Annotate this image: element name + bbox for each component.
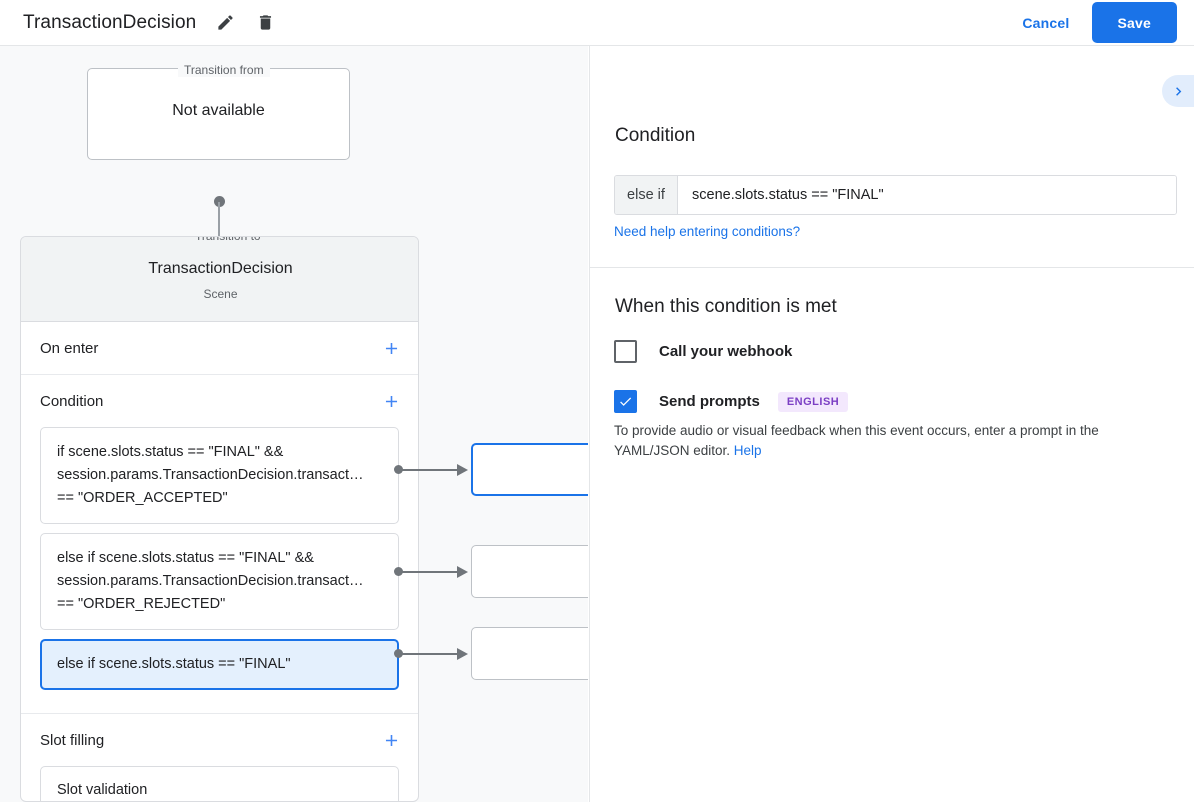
transition-from-box xyxy=(87,68,350,160)
section-header-slot-filling: Slot filling xyxy=(21,714,418,766)
send-prompts-description-text: To provide audio or visual feedback when… xyxy=(614,423,1099,458)
pencil-icon[interactable] xyxy=(213,11,237,35)
section-title-slot-filling: Slot filling xyxy=(40,731,105,749)
condition-details-panel: Condition else if Need help entering con… xyxy=(589,46,1194,802)
send-prompts-description: To provide audio or visual feedback when… xyxy=(614,421,1174,461)
send-prompts-checkbox[interactable] xyxy=(614,390,637,413)
scene-card-header: Transition to TransactionDecision Scene xyxy=(21,237,418,322)
scene-name: TransactionDecision xyxy=(148,260,293,277)
transition-target-box-3[interactable] xyxy=(471,627,588,680)
slot-filling-list: Slot validation xyxy=(21,766,418,801)
transition-to-legend: Transition to xyxy=(189,237,267,243)
chevron-right-icon[interactable] xyxy=(1162,75,1194,107)
trash-icon[interactable] xyxy=(253,11,277,35)
scene-graph-canvas: Transition from Not available Transition… xyxy=(0,46,588,802)
add-on-enter-icon[interactable] xyxy=(380,337,402,359)
transition-from-value: Not available xyxy=(172,102,265,119)
cancel-button[interactable]: Cancel xyxy=(1010,7,1081,39)
send-prompts-row[interactable]: Send prompts ENGLISH xyxy=(614,390,849,413)
section-on-enter: On enter xyxy=(21,322,418,375)
section-slot-filling: Slot filling Slot validation xyxy=(21,714,418,801)
scene-type: Scene xyxy=(203,287,238,301)
condition-help-link[interactable]: Need help entering conditions? xyxy=(614,224,801,239)
panel-condition-heading: Condition xyxy=(615,125,696,146)
section-condition: Condition if scene.slots.status == "FINA… xyxy=(21,375,418,714)
condition-input-row: else if xyxy=(614,175,1177,215)
prompts-help-link[interactable]: Help xyxy=(733,443,762,458)
call-webhook-row[interactable]: Call your webhook xyxy=(614,340,792,363)
condition-chip-1[interactable]: if scene.slots.status == "FINAL" && sess… xyxy=(40,427,399,524)
transition-target-box-2[interactable] xyxy=(471,545,588,598)
edge-line-condition-1 xyxy=(400,469,459,471)
section-header-on-enter: On enter xyxy=(21,322,418,374)
transition-from-legend: Transition from xyxy=(178,63,270,77)
edge-line-condition-2 xyxy=(400,571,459,573)
condition-chip-3[interactable]: else if scene.slots.status == "FINAL" xyxy=(40,639,399,690)
edge-dot-condition-1 xyxy=(394,465,403,474)
transition-target-box-1[interactable] xyxy=(471,443,588,496)
condition-chip-2[interactable]: else if scene.slots.status == "FINAL" &&… xyxy=(40,533,399,630)
section-title-on-enter: On enter xyxy=(40,339,99,357)
scene-card: Transition to TransactionDecision Scene … xyxy=(20,236,419,802)
call-webhook-label: Call your webhook xyxy=(659,343,793,360)
edge-dot-condition-2 xyxy=(394,567,403,576)
condition-expression-input[interactable] xyxy=(678,176,1176,214)
edge-dot-condition-3 xyxy=(394,649,403,658)
save-button[interactable]: Save xyxy=(1091,2,1177,43)
call-webhook-checkbox[interactable] xyxy=(614,340,637,363)
condition-list: if scene.slots.status == "FINAL" && sess… xyxy=(21,427,418,713)
edge-arrow-condition-1 xyxy=(457,464,468,476)
page-title: TransactionDecision xyxy=(23,11,197,33)
edge-line-condition-3 xyxy=(400,653,459,655)
language-badge: ENGLISH xyxy=(777,391,849,412)
panel-divider xyxy=(590,267,1194,268)
top-bar: TransactionDecision Cancel Save xyxy=(0,0,1194,46)
send-prompts-label: Send prompts xyxy=(659,393,760,410)
edge-arrow-condition-3 xyxy=(457,648,468,660)
section-title-condition: Condition xyxy=(40,392,104,410)
edge-dot-from xyxy=(214,196,225,207)
condition-prefix-label: else if xyxy=(615,176,678,214)
add-condition-icon[interactable] xyxy=(380,390,402,412)
slot-validation-chip[interactable]: Slot validation xyxy=(40,766,399,801)
add-slot-filling-icon[interactable] xyxy=(380,729,402,751)
when-condition-met-heading: When this condition is met xyxy=(615,296,837,317)
section-header-condition: Condition xyxy=(21,375,418,427)
edge-arrow-condition-2 xyxy=(457,566,468,578)
edge-line-from xyxy=(218,202,220,257)
